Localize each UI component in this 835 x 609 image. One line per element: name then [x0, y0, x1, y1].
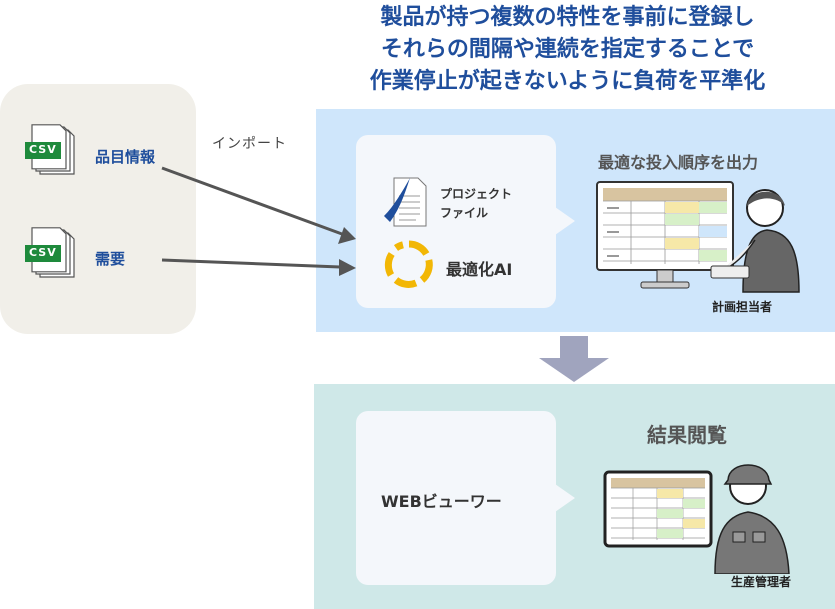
- manager-illustration: [603, 456, 808, 575]
- output-title: 最適な投入順序を出力: [598, 153, 759, 172]
- web-viewer-label: WEBビューワー: [381, 492, 502, 511]
- headline-line-1: 製品が持つ複数の特性を事前に登録し: [380, 5, 755, 30]
- csv-badge: CSV: [29, 143, 57, 156]
- manager-caption: 生産管理者: [731, 575, 792, 589]
- down-arrow-icon: [539, 336, 609, 382]
- item-info-label: 品目情報: [95, 148, 156, 166]
- csv-badge: CSV: [29, 246, 57, 259]
- optimization-ai-label: 最適化AI: [446, 260, 513, 279]
- import-arrows: [160, 160, 360, 280]
- card-pointer: [555, 207, 575, 235]
- project-file-label: プロジェクト ファイル: [440, 185, 512, 223]
- planner-caption: 計画担当者: [712, 300, 773, 314]
- csv-file-icon: CSV: [22, 227, 82, 283]
- demand-label: 需要: [95, 250, 126, 268]
- web-viewer-card: [356, 411, 556, 585]
- headline-line-2: それらの間隔や連続を指定することで: [380, 37, 755, 62]
- card-pointer: [555, 484, 575, 512]
- headline-line-3: 作業停止が起きないように負荷を平準化: [369, 69, 766, 94]
- project-file-icon: [380, 176, 430, 228]
- import-label: インポート: [212, 136, 287, 152]
- project-card: [356, 135, 556, 308]
- headline: 製品が持つ複数の特性を事前に登録し それらの間隔や連続を指定することで 作業停止…: [300, 2, 835, 98]
- csv-file-icon: CSV: [22, 124, 82, 180]
- planner-illustration: [595, 180, 800, 295]
- result-title: 結果閲覧: [647, 423, 727, 447]
- project-file-label-line-2: ファイル: [440, 206, 489, 220]
- project-file-label-line-1: プロジェクト: [440, 187, 513, 201]
- ai-ring-icon: [383, 238, 435, 290]
